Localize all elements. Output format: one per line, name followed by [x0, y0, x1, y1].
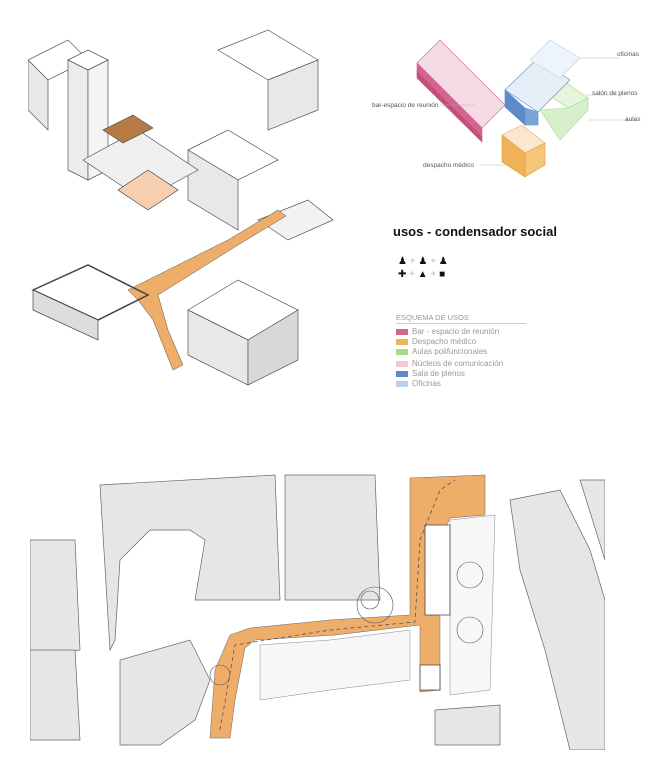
label-oficinas: oficinas — [617, 51, 640, 58]
legend-item: Núcleos de comunicación — [396, 359, 503, 368]
group-icon: ▲ — [417, 269, 428, 280]
label-salon-de-plenos: salón de plenos — [592, 90, 638, 97]
uses-scheme-diagram — [416, 39, 635, 178]
person-icon: ♟ — [418, 256, 428, 267]
legend-heading: ESQUEMA DE USOS — [396, 313, 526, 324]
swatch-icon — [396, 370, 408, 377]
swatch-icon — [396, 380, 408, 387]
cup-icon: ■ — [439, 269, 446, 280]
people-icons: ♟ + ♟ + ♟ ✚ + ▲ + ■ — [398, 256, 448, 280]
legend-item: Despacho médico — [396, 337, 476, 346]
orange-path-plan — [209, 474, 486, 739]
legend-item: Sala de plenos — [396, 369, 465, 378]
legend-item: Aulas polifuncionales — [396, 347, 487, 356]
person-icon: ♟ — [438, 256, 448, 267]
swatch-icon — [396, 328, 408, 335]
legend-item: Oficinas — [396, 379, 441, 388]
section-title: usos - condensador social — [393, 224, 557, 239]
site-plan — [30, 474, 605, 750]
swatch-icon — [396, 348, 408, 355]
label-aulas: aulas — [625, 116, 641, 123]
person-icon: ♟ — [398, 256, 407, 267]
label-despacho: despacho médico — [423, 162, 474, 169]
axonometric-drawing — [28, 29, 333, 386]
swatch-icon — [396, 360, 408, 367]
legend-item: Bar - espacio de reunión — [396, 327, 499, 336]
orange-path-axo — [127, 209, 287, 371]
cross-icon: ✚ — [398, 269, 407, 280]
swatch-icon — [396, 338, 408, 345]
label-bar: bar-espacio de reunión — [372, 102, 439, 109]
